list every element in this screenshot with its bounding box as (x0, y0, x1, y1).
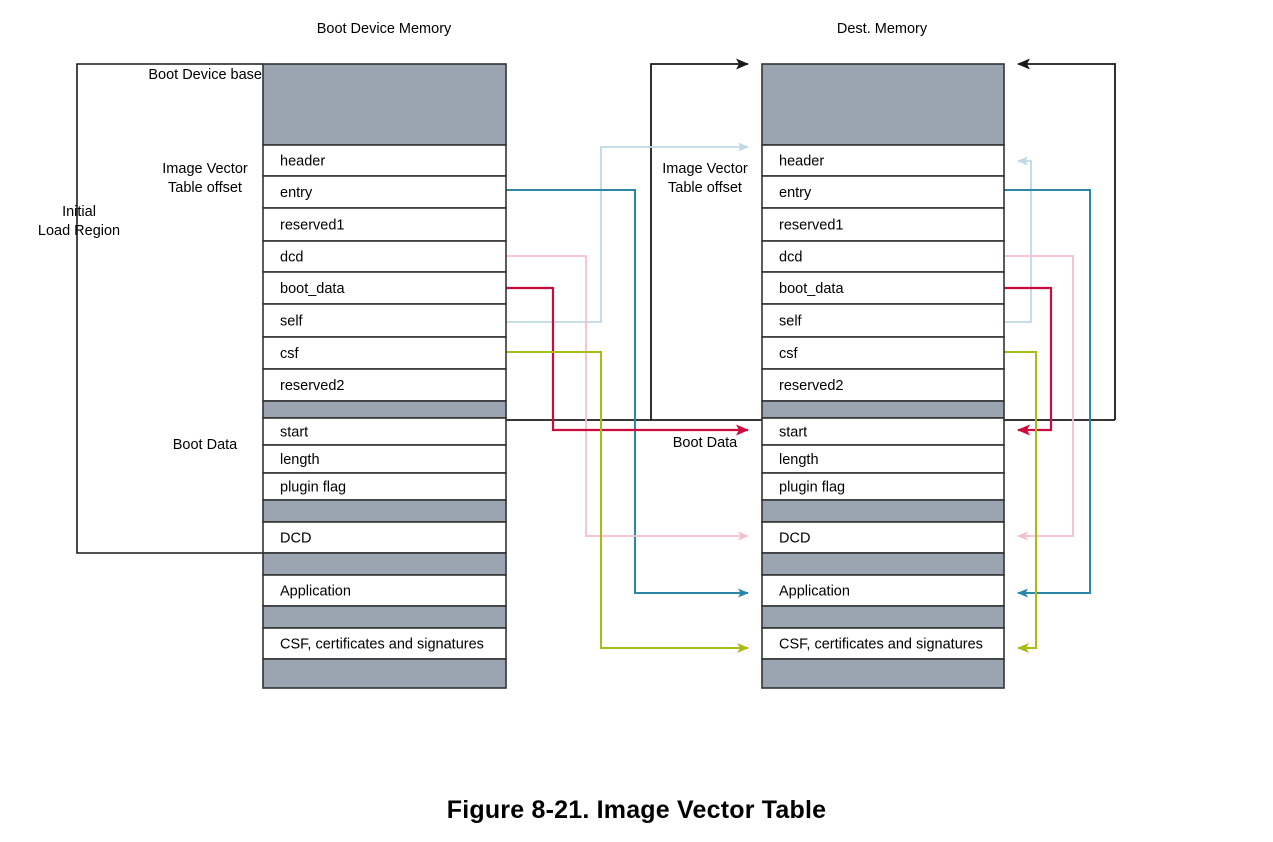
left-memory-row-label-application: Application (280, 584, 351, 600)
right-memory-row-reserved2 (761, 368, 1005, 402)
right-memory-row-self (761, 303, 1005, 338)
left-memory-row-csf-block (262, 627, 507, 660)
left-memory-row-label-csf: csf (280, 346, 300, 362)
left-memory-row-gap-4 (262, 605, 507, 629)
left-memory-row-gap-1 (262, 400, 507, 419)
left-memory-row-gap-2 (262, 499, 507, 523)
connector-entry-to-application-right (1004, 189, 1091, 598)
ivt-offset-label-line2: Table offset (168, 180, 242, 196)
connector-dcd-to-dcdblock-left (506, 255, 749, 541)
connector-initial-load-region-to-dest-right (1017, 58, 1116, 420)
right-memory-row-label-csf-block: CSF, certificates and signatures (779, 637, 983, 653)
right-memory-row-csf-block (761, 627, 1005, 660)
left-memory-row-csf (262, 336, 507, 370)
connector-bootdata-to-start-right (1004, 286, 1053, 436)
right-memory-row-dcd-block (761, 521, 1005, 554)
right-memory-row-gap-top (761, 63, 1005, 146)
left-memory-row-length (262, 444, 507, 474)
left-memory-row-label-reserved1: reserved1 (280, 218, 344, 234)
initial-load-region-label-line2: Load Region (38, 223, 120, 239)
right-memory-row-label-dcd-block: DCD (779, 531, 810, 547)
right-memory-row-label-header: header (779, 154, 824, 170)
right-memory-row-gap-4 (761, 605, 1005, 629)
ivt-offset-label-mid-line1: Image Vector (662, 161, 748, 177)
left-memory-row-boot_data (262, 271, 507, 305)
connector-csf-to-csfblock-left (506, 351, 749, 653)
initial-load-region-label-line1: Initial (62, 204, 96, 220)
right-memory-row-label-plugin: plugin flag (779, 480, 845, 496)
left-memory-row-label-self: self (280, 314, 304, 330)
boot-data-label-mid: Boot Data (673, 435, 738, 451)
left-memory-row-label-dcd-block: DCD (280, 531, 311, 547)
left-memory-row-label-length: length (280, 452, 320, 468)
connector-csf-to-csfblock-right (1004, 351, 1037, 653)
connector-layer (506, 58, 1116, 653)
right-memory-row-label-entry: entry (779, 185, 812, 201)
left-memory-row-gap-top (262, 63, 507, 146)
right-memory-row-application (761, 574, 1005, 607)
left-memory-row-label-dcd: dcd (280, 250, 303, 266)
left-memory-row-label-boot_data: boot_data (280, 281, 345, 297)
left-memory-row-label-entry: entry (280, 185, 313, 201)
left-memory-row-header (262, 144, 507, 177)
right-memory-row-label-length: length (779, 452, 819, 468)
left-memory-row-reserved2 (262, 368, 507, 402)
right-memory-row-label-dcd: dcd (779, 250, 802, 266)
right-memory-row-label-application: Application (779, 584, 850, 600)
right-column-title: Dest. Memory (837, 21, 928, 37)
right-memory-row-label-csf: csf (779, 346, 799, 362)
connector-dcd-to-dcdblock-right (1004, 255, 1074, 541)
boot-device-base-label: Boot Device base (148, 67, 262, 83)
right-memory-row-label-start: start (779, 425, 807, 441)
right-memory-row-boot_data (761, 271, 1005, 305)
right-memory-row-csf (761, 336, 1005, 370)
connector-entry-to-application-left (506, 189, 749, 598)
right-memory-row-start (761, 417, 1005, 446)
right-memory-row-entry (761, 175, 1005, 209)
right-memory-row-plugin (761, 472, 1005, 501)
left-memory-row-label-reserved2: reserved2 (280, 378, 344, 394)
right-memory-row-gap-3 (761, 552, 1005, 576)
left-memory-row-label-start: start (280, 425, 308, 441)
right-memory-row-gap-bottom (761, 658, 1005, 689)
left-column-title: Boot Device Memory (317, 21, 452, 37)
figure-caption: Figure 8-21. Image Vector Table (446, 796, 827, 824)
left-memory-row-label-csf-block: CSF, certificates and signatures (280, 637, 484, 653)
left-memory-row-label-header: header (280, 154, 325, 170)
right-memory-row-label-reserved2: reserved2 (779, 378, 843, 394)
ivt-offset-label-line1: Image Vector (162, 161, 248, 177)
right-memory-row-gap-2 (761, 499, 1005, 523)
connector-initial-load-region-to-dest-left (506, 58, 749, 421)
right-memory-row-gap-1 (761, 400, 1005, 419)
initial-load-region-bracket (76, 63, 263, 554)
right-memory-row-header (761, 144, 1005, 177)
left-memory-row-label-plugin: plugin flag (280, 480, 346, 496)
left-memory-row-gap-3 (262, 552, 507, 576)
right-memory-row-dcd (761, 240, 1005, 273)
boot-data-label-left: Boot Data (173, 437, 238, 453)
left-memory-row-dcd-block (262, 521, 507, 554)
connector-bootdata-to-start-left (506, 286, 749, 436)
right-memory-row-reserved1 (761, 207, 1005, 242)
left-memory-row-start (262, 417, 507, 446)
right-memory-row-label-boot_data: boot_data (779, 281, 844, 297)
left-memory-row-gap-bottom (262, 658, 507, 689)
ivt-offset-label-mid-line2: Table offset (668, 180, 742, 196)
right-memory-row-label-reserved1: reserved1 (779, 218, 843, 234)
right-memory-row-label-self: self (779, 314, 803, 330)
left-memory-row-reserved1 (262, 207, 507, 242)
connector-self-to-header-right (1004, 156, 1032, 323)
